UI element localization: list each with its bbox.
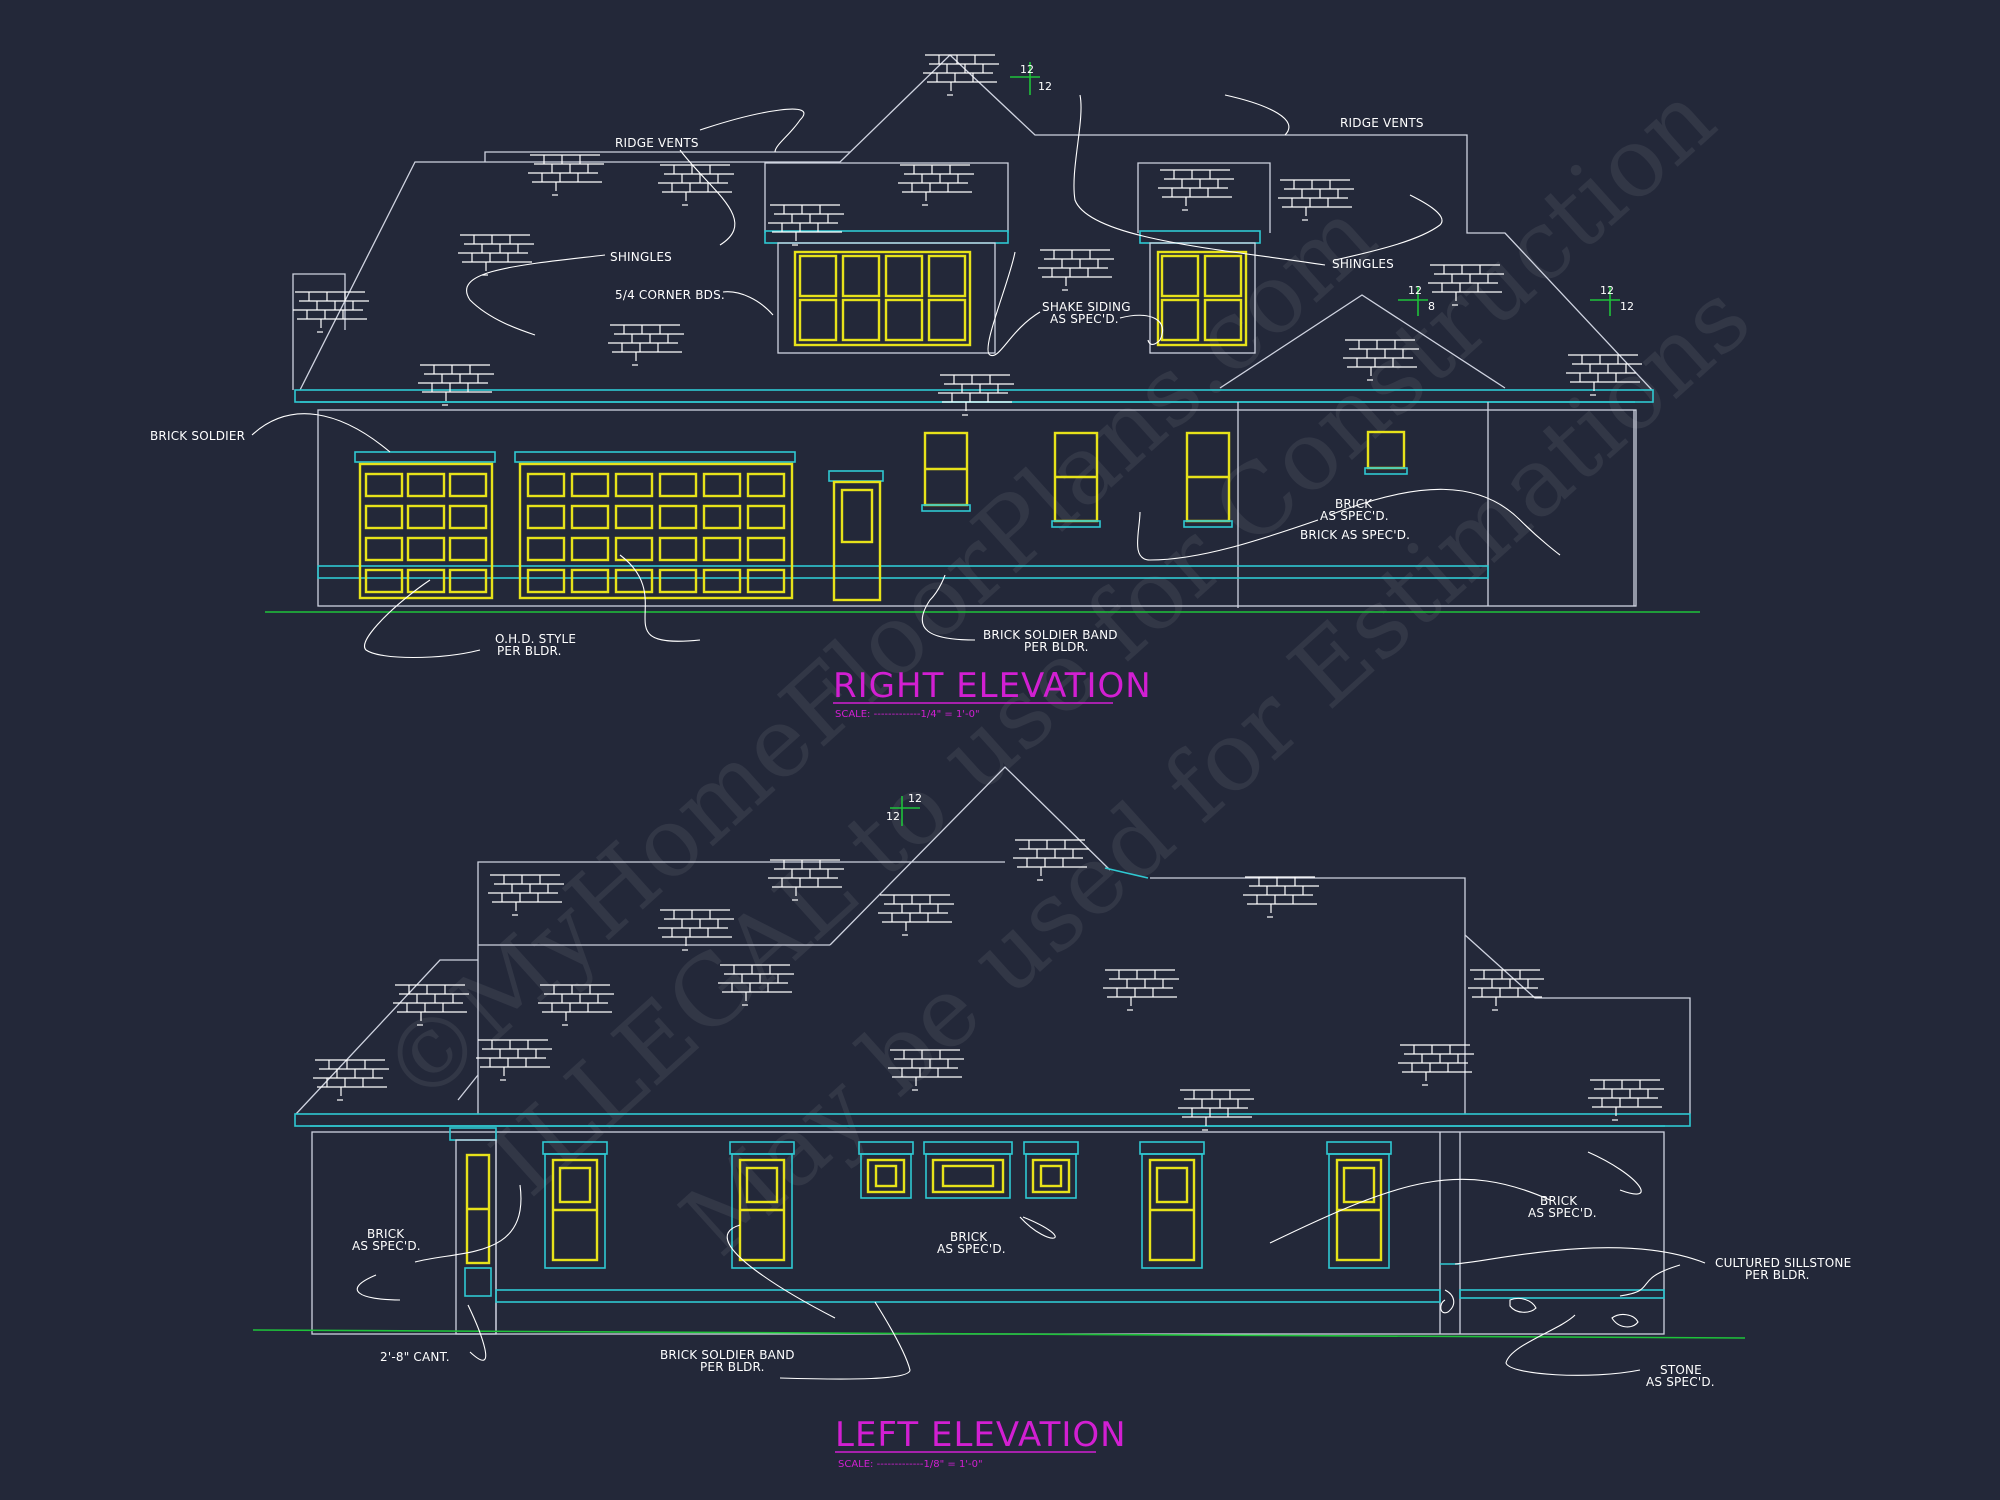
right-walls [265,402,1700,613]
left-pitch-rise: 12 [886,810,900,823]
right-dormer-right [1137,162,1271,354]
left-label-stone: STONE [1660,1363,1702,1377]
left-labels: BRICK AS SPEC'D. BRICK AS SPEC'D. BRICK … [352,1194,1851,1389]
left-label-brick-2: BRICK [950,1230,988,1244]
right-labels: RIDGE VENTS RIDGE VENTS SHINGLES SHINGLE… [150,116,1424,658]
left-label-soldier-band: BRICK SOLDIER BAND [660,1348,795,1362]
pitch-run: 12 [1020,63,1034,76]
label-ridge-vents-right: RIDGE VENTS [1340,116,1424,130]
pitch-run-mid: 12 [1408,284,1422,297]
pitch-rise-right: 12 [1620,300,1634,313]
right-leader-lines [251,94,1561,658]
right-elevation-scale: SCALE: -------------1/4" = 1'-0" [835,709,980,720]
left-roof [294,766,1691,1127]
label-soldier-band: BRICK SOLDIER BAND [983,628,1118,642]
left-elevation-scale: SCALE: -------------1/8" = 1'-0" [838,1459,983,1470]
label-ohd-per-bldr: PER BLDR. [497,644,562,658]
right-elevation: 12 12 12 8 12 12 [150,54,1700,720]
label-corner-bds: 5/4 CORNER BDS. [615,288,725,302]
right-dormer-left [764,162,1009,354]
label-soldier-band-per-bldr: PER BLDR. [1024,640,1089,654]
left-pitch-run: 12 [908,792,922,805]
left-pitch-symbol: 12 12 [886,792,922,826]
label-brick-soldier: BRICK SOLDIER [150,429,245,443]
left-label-stone-spec: AS SPEC'D. [1646,1375,1715,1389]
left-stone-marks [1440,1289,1639,1328]
right-door [828,470,884,602]
left-label-brick-1-spec: AS SPEC'D. [352,1239,421,1253]
right-garage-doors [354,451,796,600]
left-leader-lines [356,1151,1706,1380]
left-label-sillstone-per-bldr: PER BLDR. [1745,1268,1810,1282]
left-label-brick-2-spec: AS SPEC'D. [937,1242,1006,1256]
left-label-brick-3: BRICK [1540,1194,1578,1208]
label-brick-spec: AS SPEC'D. [1320,509,1389,523]
left-windows [464,1141,1392,1297]
left-elevation: 12 12 BRICK AS SPEC'D. BRICK AS SPEC'D. … [252,766,1851,1470]
pitch-rise-mid: 8 [1428,300,1435,313]
pitch-run-right: 12 [1600,284,1614,297]
left-label-cant: 2'-8" CANT. [380,1350,450,1364]
pitch-rise: 12 [1038,80,1052,93]
left-label-sillstone: CULTURED SILLSTONE [1715,1256,1851,1270]
right-elevation-title: RIGHT ELEVATION [833,666,1152,706]
label-ohd-style: O.H.D. STYLE [495,632,576,646]
label-shingles-left: SHINGLES [610,250,672,264]
label-shake-siding: SHAKE SIDING [1042,300,1131,314]
left-label-brick-3-spec: AS SPEC'D. [1528,1206,1597,1220]
left-walls [252,1127,1746,1339]
left-label-soldier-band-per-bldr: PER BLDR. [700,1360,765,1374]
left-label-brick-1: BRICK [367,1227,405,1241]
left-elevation-title: LEFT ELEVATION [835,1415,1127,1455]
label-shingles-right: SHINGLES [1332,257,1394,271]
label-shake-siding-spec: AS SPEC'D. [1050,312,1119,326]
right-windows [921,430,1408,528]
label-brick-as-specd: BRICK AS SPEC'D. [1300,528,1410,542]
right-pitch-symbols: 12 12 12 8 12 12 [1010,62,1634,316]
label-brick: BRICK [1335,497,1373,511]
label-ridge-vents-left: RIDGE VENTS [615,136,699,150]
